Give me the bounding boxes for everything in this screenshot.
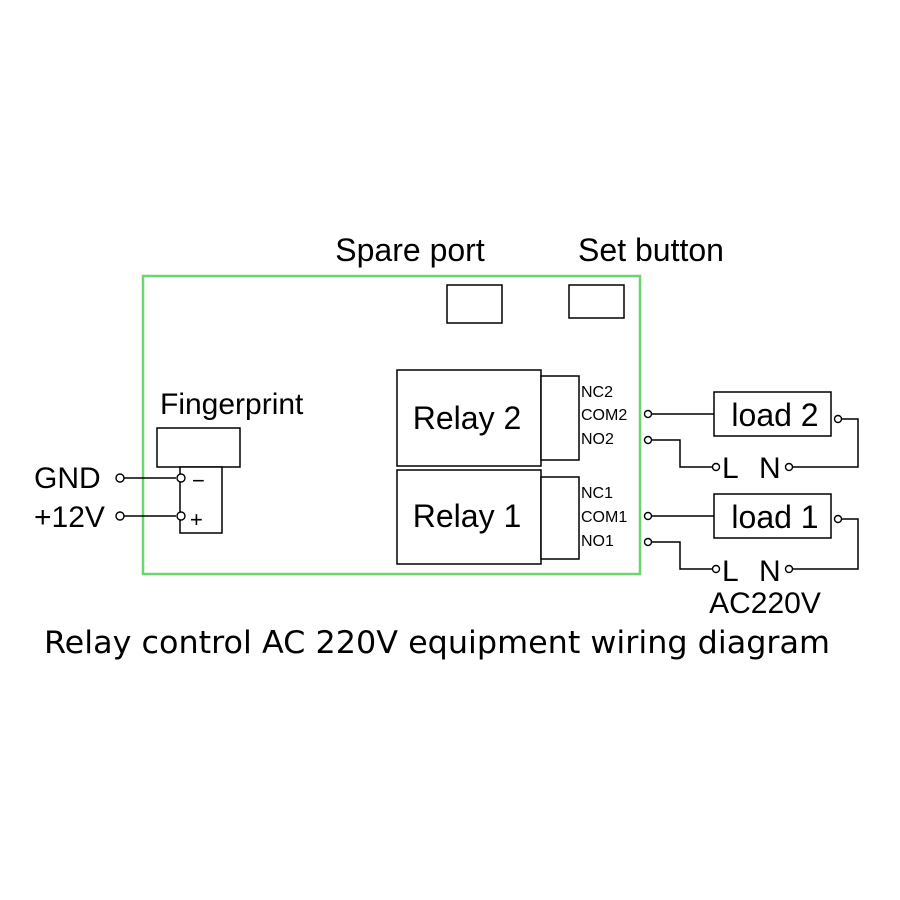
load-2-label: load 2 — [731, 397, 818, 433]
nc2-label: NC2 — [581, 384, 613, 401]
set-button — [568, 284, 625, 319]
com2-label: COM2 — [581, 407, 627, 424]
line-1-label: L — [722, 555, 739, 588]
no2-terminal — [643, 435, 653, 445]
load-1-output-terminal — [833, 514, 843, 524]
nc1-label: NC1 — [581, 485, 613, 502]
load-1-neutral-wire — [793, 518, 859, 570]
relay-1 — [396, 469, 542, 565]
load-2-neutral-wire — [793, 418, 859, 468]
no1-label: NO1 — [581, 533, 614, 550]
plus-12v-label: +12V — [34, 501, 105, 534]
gnd-label: GND — [34, 462, 101, 495]
load-1 — [713, 493, 832, 539]
com1-label: COM1 — [581, 509, 627, 526]
neutral-1-terminal — [784, 564, 794, 574]
neutral-2-label: N — [759, 452, 781, 485]
no2-label: NO2 — [581, 431, 614, 448]
relay-2-terminal-block — [540, 375, 580, 461]
relay-2-label: Relay 2 — [413, 400, 522, 436]
fingerprint-label: Fingerprint — [160, 388, 304, 421]
com1-terminal — [643, 511, 653, 521]
line-2-label: L — [722, 452, 739, 485]
plus-sign: + — [190, 507, 203, 532]
plus-12v-terminal — [115, 511, 125, 521]
load-1-label: load 1 — [731, 499, 818, 535]
spare-port — [446, 284, 503, 324]
circuit-board — [141, 274, 642, 576]
load-2 — [713, 391, 832, 437]
fingerprint-connector — [156, 427, 241, 468]
com2-terminal — [643, 409, 653, 419]
ac220v-label: AC220V — [709, 587, 821, 620]
set-button-label: Set button — [578, 232, 724, 268]
spare-port-label: Spare port — [335, 232, 485, 268]
gnd-block-terminal — [176, 473, 186, 483]
plus-12v-block-terminal — [176, 511, 186, 521]
no2-wire — [651, 439, 713, 468]
line-2-terminal — [711, 462, 721, 472]
relay-1-terminal-block — [540, 476, 580, 560]
gnd-terminal — [115, 473, 125, 483]
load-2-output-terminal — [833, 414, 843, 424]
diagram-caption: Relay control AC 220V equipment wiring d… — [44, 625, 830, 661]
no1-terminal — [643, 537, 653, 547]
line-1-terminal — [711, 564, 721, 574]
power-terminal-block — [179, 466, 223, 534]
no1-wire — [651, 541, 713, 570]
neutral-2-terminal — [784, 462, 794, 472]
neutral-1-label: N — [759, 555, 781, 588]
relay-1-label: Relay 1 — [413, 498, 522, 534]
minus-sign: − — [192, 468, 205, 493]
